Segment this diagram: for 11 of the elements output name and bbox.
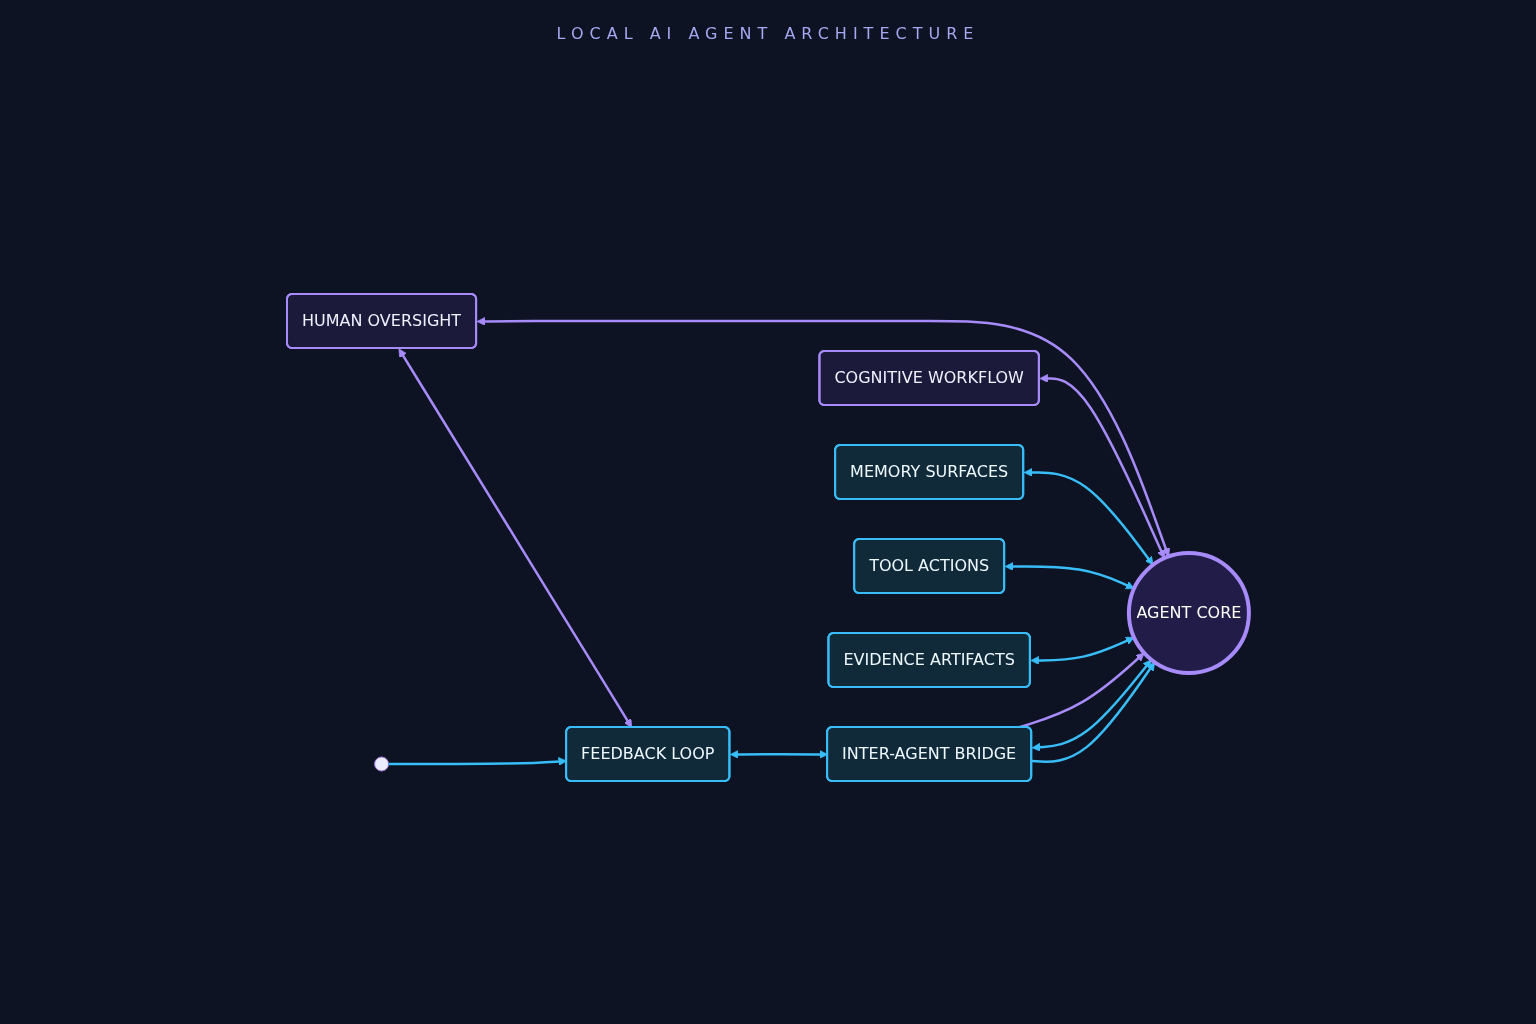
arrow <box>1031 659 1152 752</box>
arrow <box>1004 562 1135 590</box>
arrow <box>1018 652 1145 729</box>
arrow <box>398 348 633 728</box>
arrow <box>1030 636 1135 665</box>
arrow <box>1039 374 1166 559</box>
diagram-subtitle: LOCAL AI AGENT ARCHITECTURE <box>556 24 980 43</box>
arrow <box>1023 468 1154 566</box>
arrow <box>476 317 1171 557</box>
arrow <box>1031 661 1156 763</box>
node-circle: AGENT CORE <box>1126 551 1251 675</box>
